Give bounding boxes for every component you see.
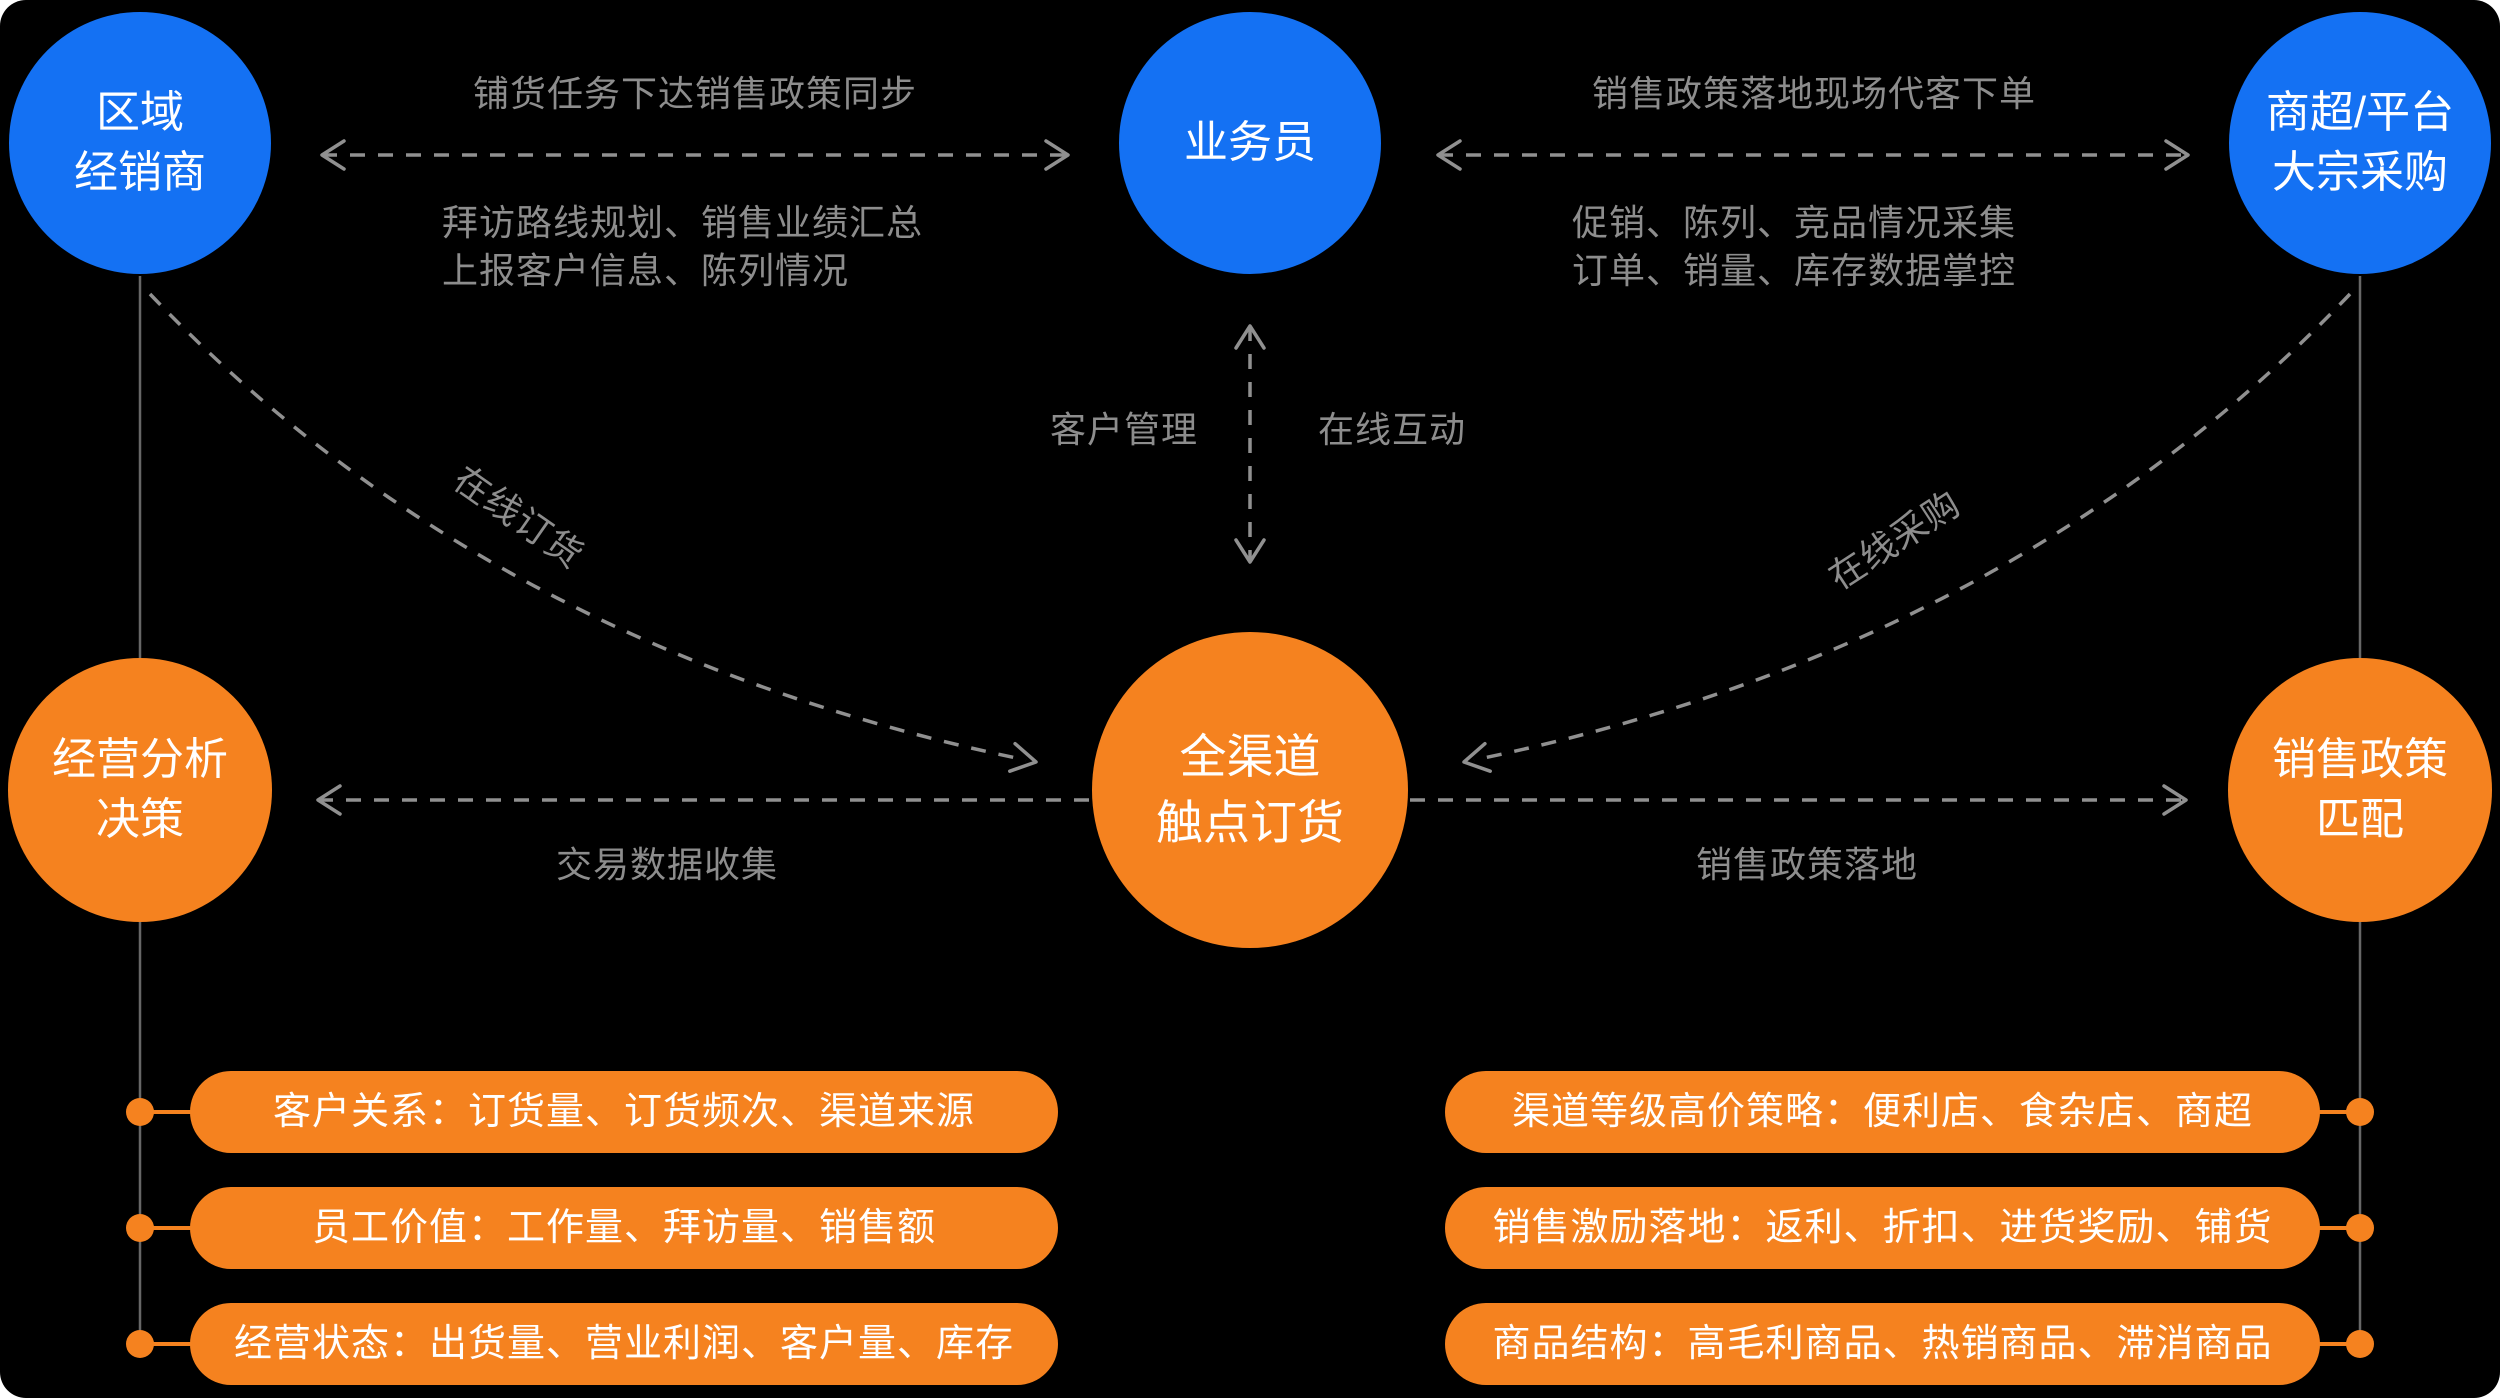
node-label-line: 业务员 — [1184, 118, 1316, 167]
node-analysis-decision: 经营分析 决策 — [8, 658, 272, 922]
pill-customer-relations: 客户关系：订货量、订货频次、渠道来源 — [190, 1071, 1058, 1153]
label-line: 上报客户信息、陈列情况 — [442, 250, 850, 291]
node-label-line: 商超/平台 — [2265, 88, 2455, 137]
left-pill-connectors — [126, 1098, 196, 1358]
arrow-distributor-salesperson — [320, 139, 1070, 171]
pill-employee-value: 员工价值：工作量、拜访量、销售额 — [190, 1187, 1058, 1269]
label-top-left-arrow-sub: 拜访路线规划、销售业绩汇总 上报客户信息、陈列情况 — [442, 199, 923, 295]
node-label-line: 销售政策 — [2272, 735, 2448, 784]
label-top-right-arrow-sub: 促销、陈列、竞品情况采集 订单、销量、库存数据掌控 — [1572, 199, 2016, 295]
label-top-right-arrow: 销售政策落地现场代客下单 — [1591, 73, 2037, 114]
pill-business-status: 经营状态：出货量、营业利润、客户量、库存 — [190, 1303, 1058, 1385]
label-policy-landing: 销售政策落地 — [1695, 844, 1919, 885]
label-top-left-arrow: 铺货任务下达销售政策同步 — [472, 73, 918, 114]
label-transaction-data: 交易数据收集 — [555, 844, 779, 885]
node-bulk-purchase: 商超/平台 大宗采购 — [2229, 12, 2491, 274]
node-label-line: 触点订货 — [1156, 796, 1344, 849]
label-line: 促销、陈列、竞品情况采集 — [1572, 202, 2017, 243]
curve-bulkpurchase-omnichannel — [1462, 292, 2352, 773]
label-online-interaction: 在线互动 — [1317, 409, 1467, 450]
label-line: 订单、销量、库存数据掌控 — [1572, 250, 2017, 291]
arrow-salesperson-omnichannel — [1234, 324, 1266, 564]
node-salesperson: 业务员 — [1119, 12, 1381, 274]
right-pill-connectors — [2312, 1098, 2374, 1358]
node-label-line: 决策 — [96, 795, 184, 844]
node-label-line: 经销商 — [74, 148, 206, 197]
node-label-line: 全渠道 — [1179, 730, 1321, 783]
node-policy-matching: 销售政策 匹配 — [2228, 658, 2492, 922]
node-label-line: 区域 — [96, 88, 184, 137]
node-label-line: 匹配 — [2316, 795, 2404, 844]
label-customer-management: 客户管理 — [1049, 409, 1199, 450]
pill-channel-pricing: 渠道等级高价策略：便利店、食杂店、商超 — [1445, 1071, 2320, 1153]
label-line: 拜访路线规划、销售业绩汇总 — [442, 202, 924, 243]
arrow-salesperson-bulkpurchase — [1436, 139, 2190, 171]
curve-distributor-omnichannel — [148, 292, 1038, 773]
node-omnichannel-ordering: 全渠道 触点订货 — [1092, 632, 1408, 948]
pill-sales-incentives: 销售激励落地：返利、折扣、进货奖励、铺货 — [1445, 1187, 2320, 1269]
node-label-line: 经营分析 — [52, 735, 228, 784]
node-regional-distributor: 区域 经销商 — [9, 12, 271, 274]
node-label-line: 大宗采购 — [2272, 148, 2448, 197]
pill-product-structure: 商品结构：高毛利商品、热销商品、滞消商品 — [1445, 1303, 2320, 1385]
